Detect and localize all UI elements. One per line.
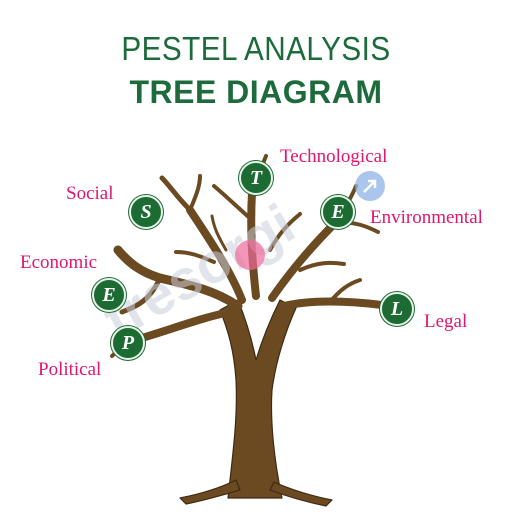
- label-environmental: Environmental: [370, 207, 483, 228]
- label-legal: Legal: [424, 311, 468, 332]
- node-e-environmental: E: [321, 195, 355, 229]
- diagram-title: PESTEL ANALYSIS: [121, 30, 391, 67]
- node-e-economic: E: [92, 278, 126, 312]
- label-political: Political: [38, 359, 102, 380]
- node-p: P: [111, 326, 145, 360]
- label-technological: Technological: [280, 146, 388, 167]
- diagram-subtitle: TREE DIAGRAM: [129, 74, 383, 110]
- node-s: S: [129, 195, 163, 229]
- label-economic: Economic: [20, 252, 98, 273]
- node-l: L: [380, 292, 414, 326]
- node-t: T: [239, 161, 273, 195]
- label-social: Social: [66, 183, 114, 204]
